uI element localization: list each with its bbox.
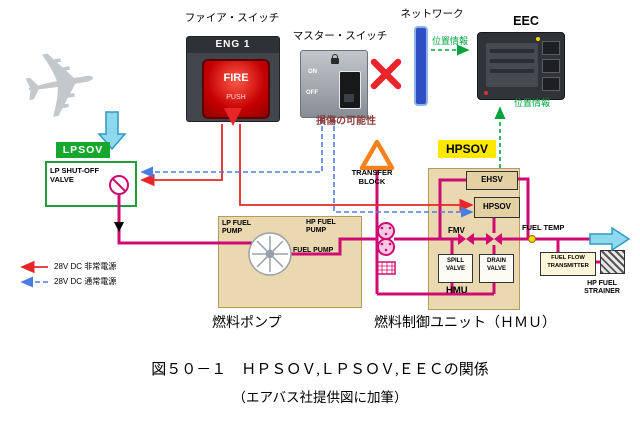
drain-valve-box: DRAIN VALVE <box>479 254 514 283</box>
hp-fuel-pump-label: HP FUEL PUMP <box>306 219 336 235</box>
transfer-block-label: TRANSFER BLOCK <box>351 168 393 186</box>
push-label: PUSH <box>226 94 246 101</box>
position-info-bottom-label: 位置情報 <box>514 98 551 108</box>
eec-unit-image <box>477 32 565 100</box>
airplane-icon: ✈ <box>13 26 108 145</box>
eec-indicator-dot <box>484 91 488 95</box>
fire-pushbutton[interactable]: FIRE PUSH <box>202 59 270 119</box>
fuel-outlet-arrow <box>589 226 631 252</box>
lpsov-highlight-label: LPSOV <box>56 142 110 158</box>
figure-caption-line2: （エアバス社提供図に加筆） <box>232 390 408 405</box>
flow-direction-arrow <box>114 222 124 232</box>
hmu-label: HMU <box>446 285 468 296</box>
fire-switch-label: ファイア・スイッチ <box>184 12 280 24</box>
network-label: ネットワーク <box>400 8 464 20</box>
fuel-flow-transmitter-box: FUEL FLOW TRANSMITTER <box>540 252 596 276</box>
hp-fuel-strainer-label: HP FUEL STRAINER <box>584 280 620 296</box>
hp-fuel-strainer-box <box>600 250 625 274</box>
hpsov-box: HPSOV <box>474 197 520 218</box>
eec-fin <box>490 59 534 63</box>
fuel-pump-caption: 燃料ポンプ <box>212 314 282 330</box>
red-x-icon <box>370 58 402 90</box>
hmu-caption: 燃料制御ユニット（ＨＭＵ） <box>374 314 556 330</box>
master-off-label: OFF <box>306 90 318 96</box>
lock-icon <box>331 54 339 64</box>
ehsv-box: EHSV <box>466 171 518 190</box>
warning-triangle-icon <box>359 139 395 171</box>
network-bus-bar <box>414 26 428 106</box>
lp-fuel-pump-label: LP FUEL PUMP <box>222 220 252 236</box>
eec-fin <box>490 69 534 73</box>
position-info-top-label: 位置情報 <box>432 36 469 46</box>
damage-possibility-label: 損傷の可能性 <box>316 116 376 127</box>
eec-connector <box>542 41 560 55</box>
eec-indicator-dot <box>536 37 540 41</box>
fmv-label: FMV <box>448 226 465 235</box>
eng1-panel-header <box>187 37 279 53</box>
lp-shutoff-valve-label: LP SHUT-OFF VALVE <box>50 166 100 184</box>
fire-button-label: FIRE <box>223 72 249 84</box>
eec-fin <box>490 49 534 53</box>
master-switch-label: マスター・スイッチ <box>292 30 388 42</box>
spill-valve-box: SPILL VALVE <box>438 254 473 283</box>
fuel-temp-label: FUEL TEMP <box>522 223 565 232</box>
eng1-label: ENG 1 <box>215 39 251 50</box>
master-on-label: ON <box>308 69 317 75</box>
emergency-power-lines <box>140 124 474 212</box>
fuel-pump-label: FUEL PUMP <box>293 247 334 254</box>
eec-connector <box>542 77 560 91</box>
eec-label: EEC <box>513 14 539 28</box>
master-switch-panel: ON OFF <box>300 50 368 118</box>
legend-emergency-label: 28V DC 非常電源 <box>54 262 117 271</box>
figure-caption-line1: 図５０－１ ＨＰＳＯＶ,ＬＰＳＯＶ,ＥＥＣの関係 <box>151 362 489 378</box>
eng1-fire-panel: ENG 1 FIRE PUSH <box>186 36 280 122</box>
legend-normal-label: 28V DC 通常電源 <box>54 277 117 286</box>
fuel-temp-sensor-dot <box>528 235 536 243</box>
eec-connector <box>542 59 560 73</box>
hp-gear-pump-symbol <box>376 222 396 275</box>
master-toggle-switch[interactable] <box>339 71 361 109</box>
master-switch-knob <box>344 94 354 102</box>
hpsov-highlight-label: HPSOV <box>438 140 496 158</box>
normal-power-lines <box>140 118 474 218</box>
